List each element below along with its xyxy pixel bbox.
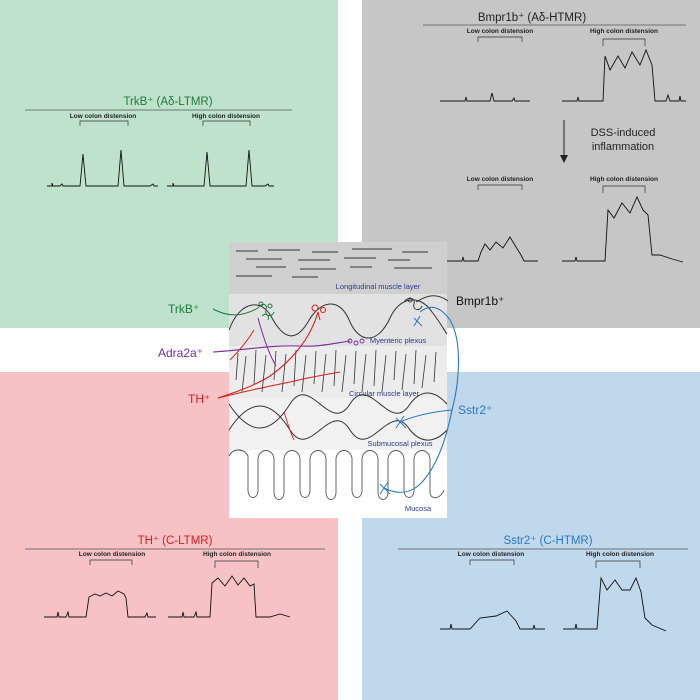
sstr-high-bracket xyxy=(595,560,641,568)
dss-label-line1: DSS-induced xyxy=(591,127,656,139)
th-high-trace xyxy=(168,575,291,618)
th-endings xyxy=(311,304,326,321)
sstr-low-trace xyxy=(440,610,545,630)
label-bmpr: Bmpr1b⁺ xyxy=(456,294,504,308)
myenteric-wave xyxy=(228,299,448,339)
longitudinal-label: Longitudinal muscle layer xyxy=(336,282,421,291)
trkb-title: TrkB⁺ (Aδ-LTMR) xyxy=(123,96,212,108)
bmpr-high-label: High colon distension xyxy=(590,28,658,35)
myenteric-layer xyxy=(229,294,447,346)
trkb-low-label: Low colon distension xyxy=(70,113,136,120)
trkb-high-bracket xyxy=(202,120,251,126)
bmpr-low2-label: Low colon distension xyxy=(467,176,533,183)
bmpr-high2-bracket xyxy=(602,185,646,193)
bmpr-low-trace xyxy=(440,92,530,102)
th-high-bracket xyxy=(214,560,259,568)
sstr-high-trace xyxy=(563,576,667,632)
trkb-high-label: High colon distension xyxy=(192,113,260,120)
sstr-fiber-a xyxy=(419,306,460,411)
submucosal-label: Submucosal plexus xyxy=(367,439,432,448)
panel-sstr: Sstr2⁺ (C-HTMR) Low colon distension Hig… xyxy=(398,535,688,632)
myenteric-label: Myenteric plexus xyxy=(370,336,427,345)
bmpr-low-bracket xyxy=(477,36,523,42)
bmpr-low2-bracket xyxy=(477,184,523,190)
bmpr-fiber xyxy=(415,295,449,303)
mucosa-label: Mucosa xyxy=(405,504,432,513)
adra-fiber-branch xyxy=(257,317,277,367)
bmpr-low-label: Low colon distension xyxy=(467,28,533,35)
th-fiber-branch-b xyxy=(229,329,255,361)
circular-label: Circular muscle layer xyxy=(349,389,420,398)
dss-arrow-head xyxy=(560,155,568,163)
trkb-low-trace xyxy=(47,149,158,187)
panel-th: TH⁺ (C-LTMR) Low colon distension High c… xyxy=(25,535,325,618)
bmpr-ending xyxy=(403,297,423,311)
label-sstr: Sstr2⁺ xyxy=(458,403,492,417)
bmpr-high-trace xyxy=(562,48,686,102)
sstr-title: Sstr2⁺ (C-HTMR) xyxy=(503,535,592,547)
th-title: TH⁺ (C-LTMR) xyxy=(138,535,213,547)
sstr-fiber-b xyxy=(383,409,453,493)
mucosa-villi xyxy=(228,449,445,500)
th-low-trace xyxy=(44,590,156,618)
trkb-endings xyxy=(257,301,275,321)
dss-label-line2: inflammation xyxy=(592,141,654,153)
sstr-endings xyxy=(379,315,423,495)
bmpr-high2-trace xyxy=(562,195,684,263)
th-high-label: High colon distension xyxy=(203,551,271,558)
trkb-fiber xyxy=(212,307,259,316)
label-trkb: TrkB⁺ xyxy=(168,302,199,316)
trkb-high-trace xyxy=(167,149,274,187)
sstr-low-label: Low colon distension xyxy=(458,551,524,558)
label-th: TH⁺ xyxy=(188,392,210,406)
th-fiber-branch-a xyxy=(217,371,341,399)
longitudinal-streaks xyxy=(236,248,432,278)
sstr-fiber-c xyxy=(399,409,453,423)
adra-fiber xyxy=(212,340,351,353)
label-adra: Adra2a⁺ xyxy=(158,346,203,360)
th-fiber xyxy=(217,311,319,399)
th-low-bracket xyxy=(89,559,133,565)
sstr-low-bracket xyxy=(469,559,515,565)
sstr-high-label: High colon distension xyxy=(586,551,654,558)
circular-hatch xyxy=(235,349,437,393)
panel-trkb: TrkB⁺ (Aδ-LTMR) Low colon distension Hig… xyxy=(25,96,292,187)
colon-schematic: Longitudinal muscle layer Myenteric plex… xyxy=(212,242,460,518)
bmpr-high-bracket xyxy=(602,38,646,46)
trkb-low-bracket xyxy=(79,120,129,126)
submucosal-wave-a xyxy=(228,392,448,429)
bmpr-title: Bmpr1b⁺ (Aδ-HTMR) xyxy=(478,12,586,24)
panel-bmpr: Bmpr1b⁺ (Aδ-HTMR) Low colon distension H… xyxy=(423,12,686,263)
bmpr-high2-label: High colon distension xyxy=(590,176,658,183)
th-fiber-branch-c xyxy=(283,411,295,441)
th-low-label: Low colon distension xyxy=(79,551,145,558)
submucosal-wave-b xyxy=(228,405,448,441)
bmpr-low2-trace xyxy=(440,236,538,262)
